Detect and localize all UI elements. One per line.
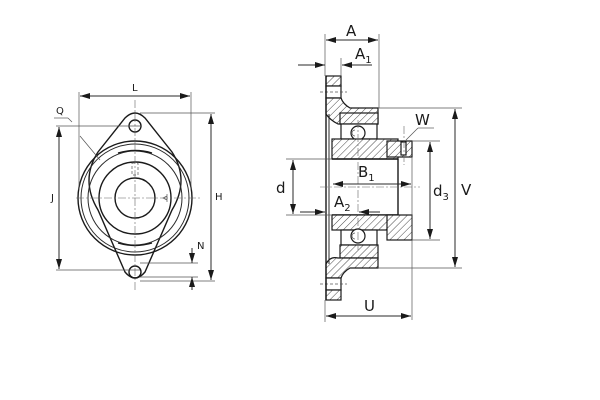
housing-bottom-hatch	[325, 257, 379, 279]
front-view: L Q J H N	[50, 83, 223, 290]
label-A2: A2	[334, 193, 351, 214]
flange-outline	[88, 112, 182, 279]
flange-top-hatch	[325, 75, 342, 87]
setscrew-top	[400, 141, 407, 156]
label-W: W	[415, 111, 430, 129]
Q-leader	[67, 117, 73, 123]
label-d: d	[276, 179, 286, 197]
label-U: U	[364, 297, 375, 315]
label-A: A	[346, 22, 357, 40]
outer-ring-top	[339, 112, 379, 125]
collar-bottom	[386, 214, 413, 241]
outer-ring-bottom	[339, 244, 379, 259]
Q-leader	[79, 135, 101, 161]
ball-mark	[351, 232, 356, 240]
label-L: L	[132, 83, 138, 94]
ball-mark	[351, 129, 356, 137]
label-d3: d3	[433, 182, 449, 203]
label-N: N	[197, 241, 204, 252]
label-A1: A1	[355, 45, 372, 66]
label-V: V	[461, 181, 472, 199]
bolt-hole-section-bottom	[325, 277, 342, 291]
seal-arc-top	[117, 149, 153, 154]
label-Q: Q	[56, 106, 64, 117]
label-H: H	[215, 192, 223, 203]
flange-bottom-hatch	[325, 289, 342, 301]
label-B1: B1	[358, 163, 375, 184]
collar-top	[386, 140, 413, 158]
bolt-hole-section-top	[325, 85, 342, 99]
label-J: J	[50, 193, 54, 204]
section-view: A A1 V W d3 B1 d A2	[276, 22, 472, 322]
W-leader	[405, 127, 419, 141]
